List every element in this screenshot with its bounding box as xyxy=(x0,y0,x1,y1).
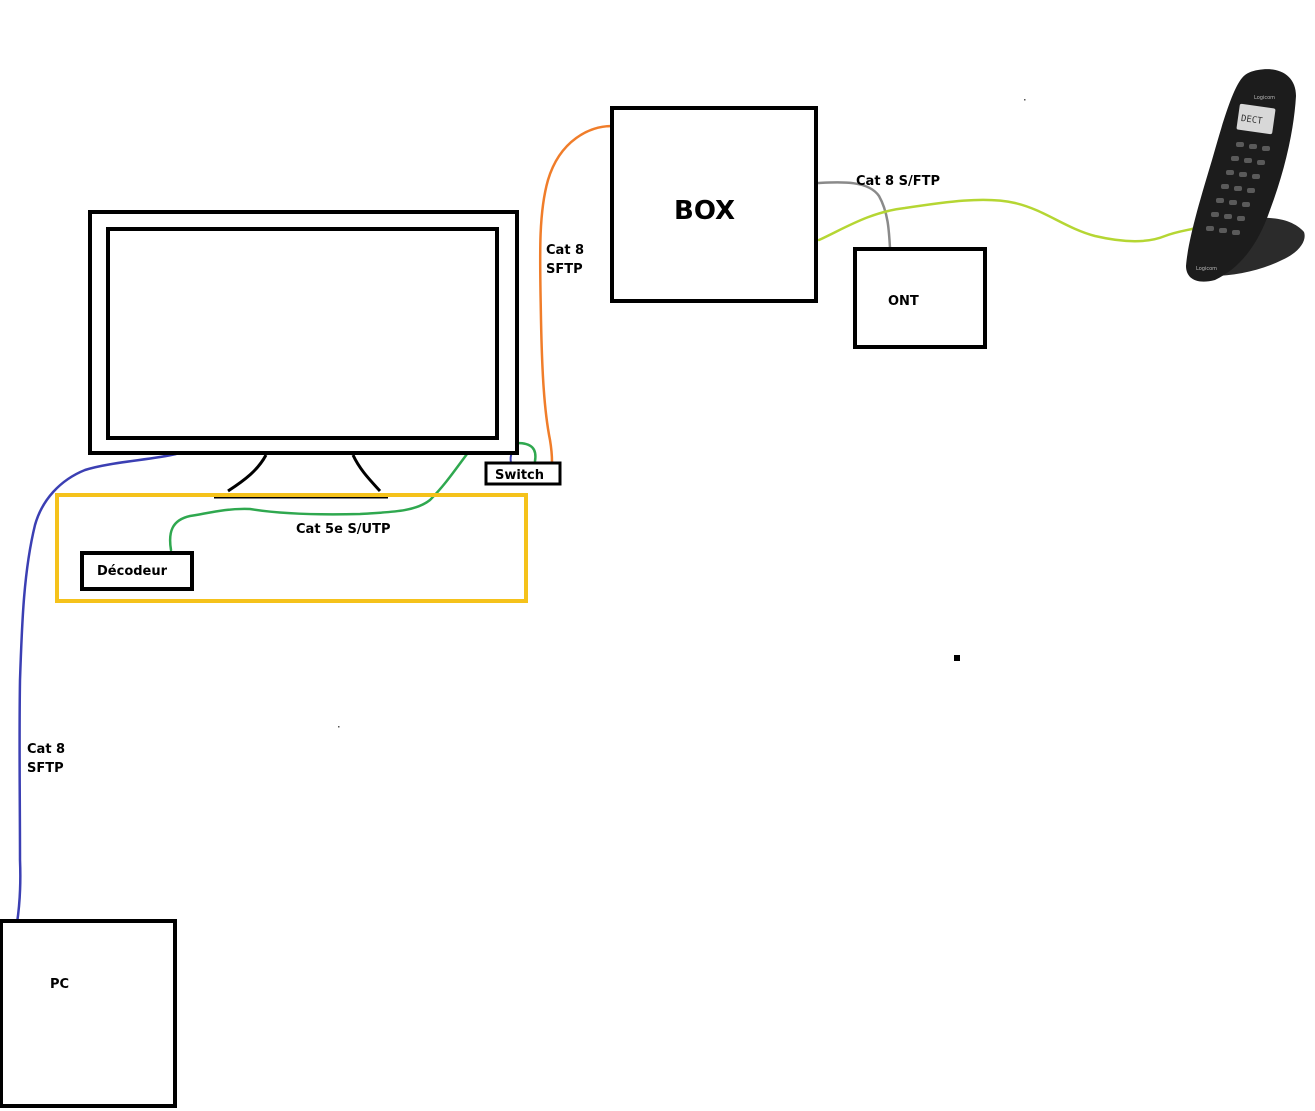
stray-pixel-2 xyxy=(338,726,340,728)
phone-screen xyxy=(1236,103,1276,135)
cable-label-box-switch: Cat 8 SFTP xyxy=(546,243,589,277)
decoder-box xyxy=(80,551,194,591)
cable-box-switch xyxy=(538,124,614,464)
tv-furniture xyxy=(55,493,528,603)
box-label: BOX xyxy=(674,196,735,226)
tv-stand-right-leg xyxy=(351,454,382,493)
cable-box-phone xyxy=(817,198,1202,243)
cable-label-tv-decoder: Cat 5e S/UTP xyxy=(296,522,391,537)
pc-node xyxy=(0,919,177,1108)
ont-label: ONT xyxy=(888,294,919,309)
cable-box-ont xyxy=(816,181,892,250)
cordless-phone-icon: Logicom DECT Logicom xyxy=(1186,69,1305,282)
pc-label: PC xyxy=(50,977,69,992)
phone-keypad xyxy=(1206,142,1270,235)
switch-box xyxy=(484,461,562,486)
ont-node xyxy=(853,247,987,349)
tv-stand-left-leg xyxy=(227,454,268,493)
phone-brand-bottom: Logicom xyxy=(1196,266,1217,272)
box-node xyxy=(610,106,818,303)
stray-dot xyxy=(954,655,960,661)
decoder-label: Décodeur xyxy=(97,564,168,579)
phone-screen-text: DECT xyxy=(1240,114,1263,127)
tv xyxy=(88,210,519,499)
stray-pixel-1 xyxy=(1024,99,1026,101)
cable-tv-pc xyxy=(15,452,178,925)
phone-brand-top: Logicom xyxy=(1254,95,1275,101)
switch-label: Switch xyxy=(495,468,544,483)
cable-label-box-ont: Cat 8 S/FTP xyxy=(856,174,940,189)
cable-label-tv-pc: Cat 8 SFTP xyxy=(27,742,70,776)
cable-tv-switch xyxy=(515,441,537,463)
tv-screen xyxy=(106,227,499,440)
